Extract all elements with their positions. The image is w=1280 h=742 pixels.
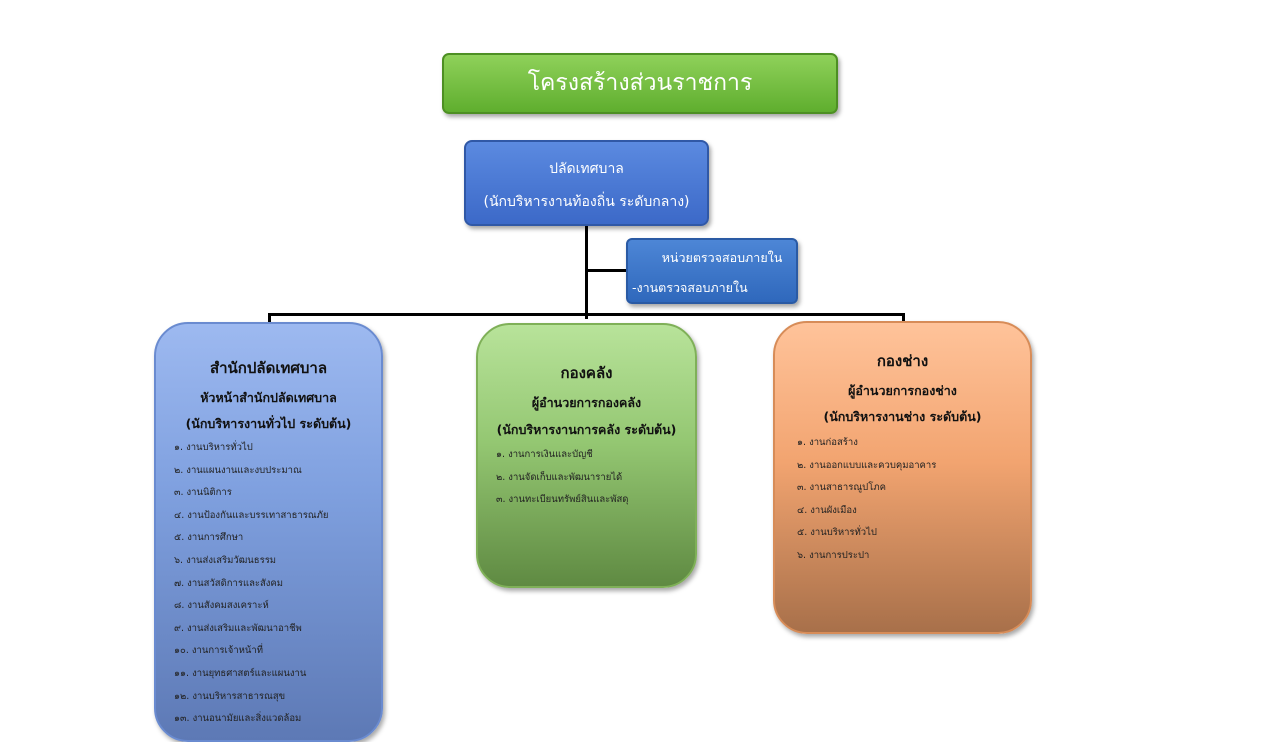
- deputy-mayor-level: (นักบริหารงานท้องถิ่น ระดับกลาง): [483, 194, 690, 210]
- department-task-list: ๑. งานการเงินและบัญชี ๒. งานจัดเก็บและพั…: [496, 447, 695, 515]
- list-item: ๔. งานป้องกันและบรรเทาสาธารณภัย: [174, 509, 329, 521]
- list-item: ๑๑. งานยุทธศาสตร์และแผนงาน: [174, 667, 307, 679]
- department-finance-box: กองคลัง ผู้อำนวยการกองคลัง (นักบริหารงาน…: [476, 323, 697, 588]
- internal-audit-title: หน่วยตรวจสอบภายใน: [661, 250, 783, 265]
- department-name: สำนักปลัดเทศบาล: [209, 359, 328, 377]
- internal-audit-task: -งานตรวจสอบภายใน: [632, 280, 748, 295]
- chart-title: โครงสร้างส่วนราชการ: [442, 53, 838, 114]
- department-office-box: สำนักปลัดเทศบาล หัวหน้าสำนักปลัดเทศบาล (…: [154, 322, 383, 742]
- deputy-mayor-box: ปลัดเทศบาล (นักบริหารงานท้องถิ่น ระดับกล…: [464, 140, 709, 226]
- department-name: กองคลัง: [560, 364, 613, 382]
- internal-audit-box: หน่วยตรวจสอบภายใน -งานตรวจสอบภายใน: [626, 238, 798, 304]
- list-item: ๓. งานสาธารณูปโภค: [797, 482, 886, 494]
- department-level: (นักบริหารงานการคลัง ระดับต้น): [496, 422, 677, 437]
- department-level: (นักบริหารงานทั่วไป ระดับต้น): [185, 416, 352, 431]
- list-item: ๗. งานสวัสดิการและสังคม: [174, 577, 284, 589]
- list-item: ๕. งานการศึกษา: [174, 532, 244, 544]
- department-head: หัวหน้าสำนักปลัดเทศบาล: [200, 390, 337, 405]
- list-item: ๑. งานการเงินและบัญชี: [496, 449, 593, 460]
- connector-dept-3: [902, 313, 905, 323]
- deputy-mayor-title: ปลัดเทศบาล: [549, 161, 624, 177]
- list-item: ๒. งานแผนงานและงบประมาณ: [174, 464, 302, 476]
- department-level: (นักบริหารงานช่าง ระดับต้น): [823, 409, 982, 424]
- list-item: ๑๓. งานอนามัยและสิ่งแวดล้อม: [174, 713, 302, 725]
- department-name: กองช่าง: [876, 352, 929, 370]
- connector-horizontal: [268, 313, 905, 316]
- list-item: ๓. งานทะเบียนทรัพย์สินและพัสดุ: [496, 494, 629, 506]
- list-item: ๙. งานส่งเสริมและพัฒนาอาชีพ: [174, 622, 302, 634]
- list-item: ๓. งานนิติการ: [174, 487, 232, 499]
- list-item: ๕. งานบริหารทั่วไป: [797, 527, 877, 539]
- list-item: ๒. งานออกแบบและควบคุมอาคาร: [797, 459, 937, 471]
- list-item: ๑. งานก่อสร้าง: [797, 437, 858, 448]
- list-item: ๖. งานส่งเสริมวัฒนธรรม: [174, 554, 277, 566]
- list-item: ๖. งานการประปา: [797, 549, 870, 561]
- connector-audit: [587, 269, 626, 272]
- list-item: ๑๐. งานการเจ้าหน้าที่: [174, 645, 264, 657]
- list-item: ๒. งานจัดเก็บและพัฒนารายได้: [496, 471, 623, 483]
- list-item: ๑๒. งานบริหารสาธารณสุข: [174, 690, 286, 702]
- department-task-list: ๑. งานบริหารทั่วไป ๒. งานแผนงานและงบประม…: [174, 440, 381, 734]
- list-item: ๔. งานผังเมือง: [797, 504, 857, 516]
- department-head: ผู้อำนวยการกองช่าง: [848, 383, 957, 398]
- department-engineering-box: กองช่าง ผู้อำนวยการกองช่าง (นักบริหารงาน…: [773, 321, 1032, 634]
- department-head: ผู้อำนวยการกองคลัง: [531, 395, 642, 410]
- department-task-list: ๑. งานก่อสร้าง ๒. งานออกแบบและควบคุมอาคา…: [797, 435, 1030, 571]
- connector-dept-1: [268, 313, 271, 324]
- list-item: ๑. งานบริหารทั่วไป: [174, 442, 253, 453]
- list-item: ๘. งานสังคมสงเคราะห์: [174, 600, 269, 612]
- connector-ceo-vertical: [585, 226, 588, 319]
